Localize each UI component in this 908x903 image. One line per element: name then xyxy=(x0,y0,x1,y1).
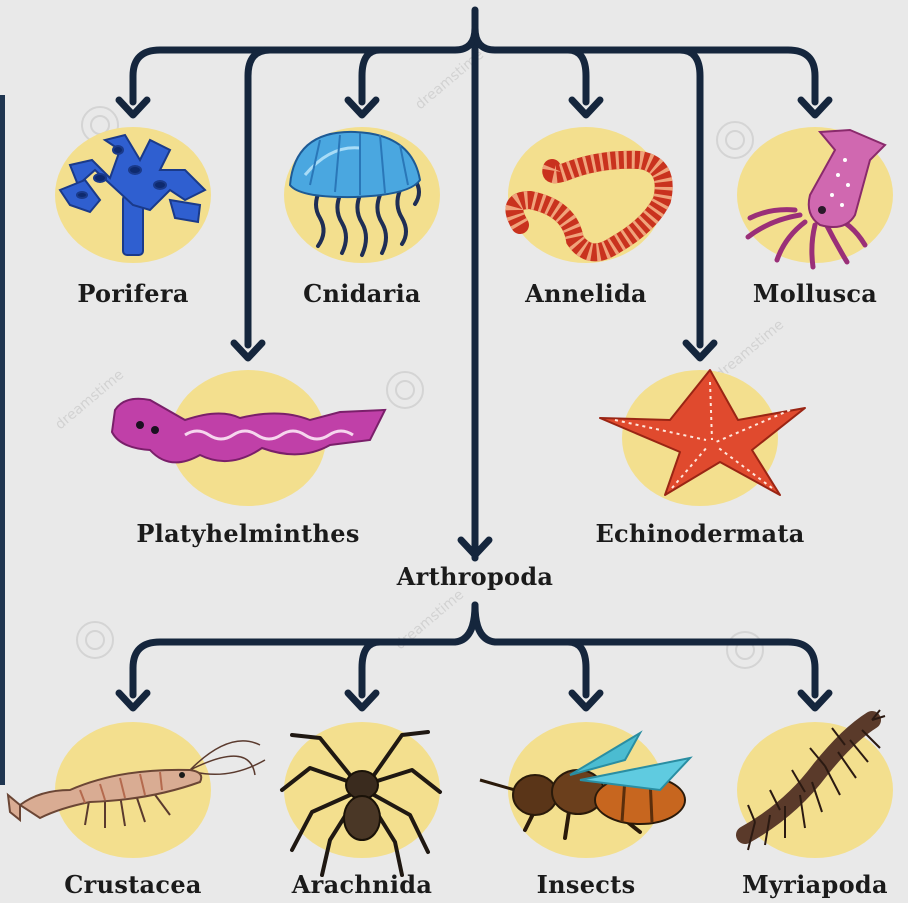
branch-platyhelminthes xyxy=(248,50,285,345)
platyhelminthes-label: Platyhelminthes xyxy=(136,519,359,548)
crustacea-label: Crustacea xyxy=(64,870,201,899)
echinodermata-label: Echinodermata xyxy=(595,519,804,548)
svg-text:dreamstime: dreamstime xyxy=(712,317,787,383)
branch-arachnida xyxy=(362,642,420,695)
annelida-label: Annelida xyxy=(525,279,647,308)
arthropoda-label: Arthropoda xyxy=(397,562,554,591)
branch-insects xyxy=(540,642,586,695)
insects-label: Insects xyxy=(537,870,636,899)
mollusca-label: Mollusca xyxy=(753,279,877,308)
branch-cnidaria xyxy=(362,50,420,102)
connector-lines xyxy=(133,10,815,695)
cnidaria-label: Cnidaria xyxy=(303,279,421,308)
porifera-label: Porifera xyxy=(77,279,188,308)
myriapoda-label: Myriapoda xyxy=(742,870,888,899)
left-edge-strip xyxy=(0,95,5,785)
arachnida-label: Arachnida xyxy=(292,870,432,899)
branch-mollusca xyxy=(475,28,815,102)
branch-annelida xyxy=(540,50,586,102)
